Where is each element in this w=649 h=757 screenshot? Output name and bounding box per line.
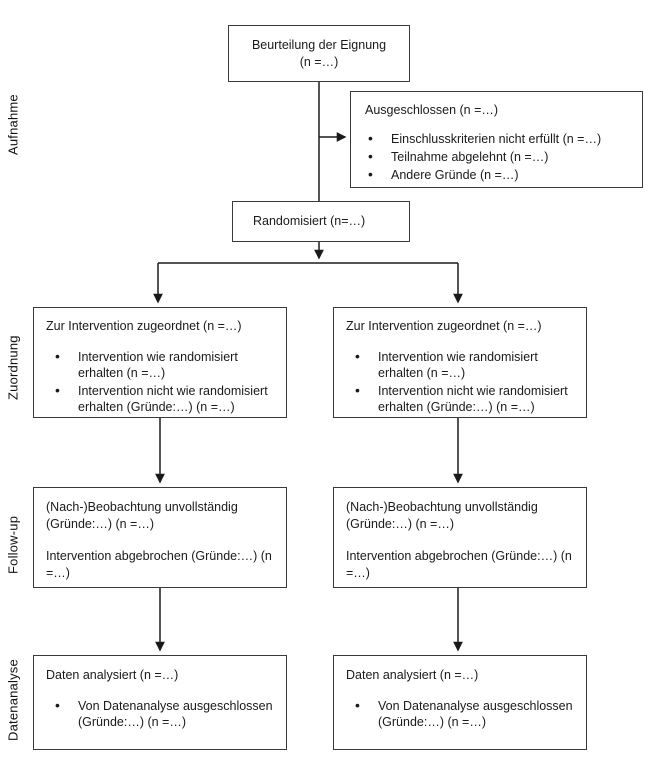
excluded-bullet: Teilnahme abgelehnt (n =…) [365, 148, 634, 166]
assessment-box: Beurteilung der Eignung (n =…) [228, 25, 410, 82]
allocation-right-box: Zur Intervention zugeordnet (n =…) Inter… [333, 307, 587, 418]
followup-discontinued-text: Intervention abgebrochen (Gründe:…) (n =… [346, 549, 572, 580]
allocation-left-box: Zur Intervention zugeordnet (n =…) Inter… [33, 307, 287, 418]
stage-label-aufnahme: Aufnahme [5, 94, 21, 156]
analysis-left-bullet-list: Von Datenanalyse ausgeschlossen (Gründe:… [46, 697, 278, 731]
analysis-right-title: Daten analysiert (n =…) [346, 668, 479, 682]
analysis-left-title: Daten analysiert (n =…) [46, 668, 179, 682]
excluded-bullet: Einschlusskriterien nicht erfüllt (n =…) [365, 130, 634, 148]
excluded-bullet-list: Einschlusskriterien nicht erfüllt (n =…)… [365, 130, 634, 184]
allocation-bullet: Intervention wie randomisiert erhalten (… [346, 348, 578, 382]
allocation-bullet: Intervention nicht wie randomisiert erha… [46, 382, 278, 416]
followup-left-box: (Nach-)Beobachtung unvollständig (Gründe… [33, 487, 287, 588]
excluded-title: Ausgeschlossen (n =…) [365, 103, 499, 117]
followup-discontinued-text: Intervention abgebrochen (Gründe:…) (n =… [46, 549, 272, 580]
allocation-left-bullet-list: Intervention wie randomisiert erhalten (… [46, 348, 278, 416]
analysis-right-bullet-list: Von Datenanalyse ausgeschlossen (Gründe:… [346, 697, 578, 731]
analysis-left-box: Daten analysiert (n =…) Von Datenanalyse… [33, 655, 287, 750]
stage-label-followup: Follow-up [5, 515, 21, 575]
followup-incomplete-text: (Nach-)Beobachtung unvollständig (Gründe… [346, 500, 538, 531]
analysis-bullet: Von Datenanalyse ausgeschlossen (Gründe:… [346, 697, 578, 731]
analysis-bullet: Von Datenanalyse ausgeschlossen (Gründe:… [46, 697, 278, 731]
assessment-title: Beurteilung der Eignung [251, 38, 387, 52]
randomized-box: Randomisiert (n=…) [232, 201, 410, 242]
allocation-right-title: Zur Intervention zugeordnet (n =…) [346, 319, 542, 333]
excluded-box: Ausgeschlossen (n =…) Einschlusskriterie… [350, 91, 643, 188]
analysis-right-box: Daten analysiert (n =…) Von Datenanalyse… [333, 655, 587, 750]
assessment-n: (n =…) [299, 54, 339, 69]
allocation-bullet: Intervention nicht wie randomisiert erha… [346, 382, 578, 416]
excluded-bullet: Andere Gründe (n =…) [365, 166, 634, 184]
followup-right-box: (Nach-)Beobachtung unvollständig (Gründe… [333, 487, 587, 588]
allocation-left-title: Zur Intervention zugeordnet (n =…) [46, 319, 242, 333]
randomized-title: Randomisiert (n=…) [253, 214, 366, 229]
stage-label-zuordnung: Zuordnung [5, 335, 21, 400]
allocation-right-bullet-list: Intervention wie randomisiert erhalten (… [346, 348, 578, 416]
stage-label-datenanalyse: Datenanalyse [5, 659, 21, 741]
followup-incomplete-text: (Nach-)Beobachtung unvollständig (Gründe… [46, 500, 238, 531]
allocation-bullet: Intervention wie randomisiert erhalten (… [46, 348, 278, 382]
